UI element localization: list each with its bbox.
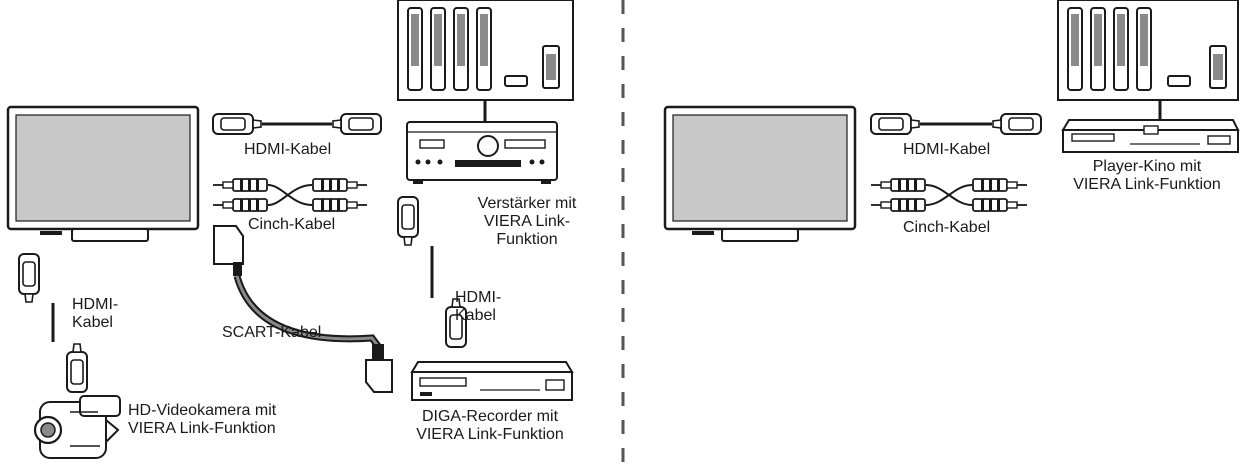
- speaker-system: [397, 0, 574, 101]
- label-hdmi-cable-right: HDMI-Kabel: [903, 141, 991, 158]
- label-amplifier-line1: Verstärker mit: [477, 195, 577, 212]
- label-diga-recorder: DIGA-Recorder mit VIERA Link-Funktion: [392, 408, 588, 444]
- label-player-cinema-line1: Player-Kino mit: [1092, 158, 1202, 175]
- cinch-cable-right: [870, 178, 1028, 212]
- hdmi-cable-amplifier-diga: [397, 196, 467, 348]
- scart-cable: [213, 225, 393, 393]
- hdmi-cable-horizontal: [212, 113, 382, 135]
- label-diga-recorder-line1: DIGA-Recorder mit: [421, 408, 559, 425]
- label-player-cinema-line2: VIERA Link-Funktion: [1073, 176, 1221, 193]
- player-cinema-device: [1061, 119, 1240, 153]
- speaker-system-right: [1057, 0, 1239, 101]
- label-hdmi-cable-diga-line2: Kabel: [455, 307, 496, 324]
- label-cinch-cable-right: Cinch-Kabel: [903, 219, 991, 236]
- cinch-cable-left: [212, 178, 368, 212]
- label-camcorder: HD-Videokamera mit VIERA Link-Funktion: [128, 402, 276, 438]
- hdmi-cable-right: [870, 113, 1042, 135]
- label-player-cinema: Player-Kino mit VIERA Link-Funktion: [1058, 158, 1236, 194]
- label-camcorder-line1: HD-Videokamera mit: [128, 402, 277, 419]
- label-hdmi-cable-camcorder-line2: Kabel: [72, 314, 113, 331]
- label-cinch-cable-left: Cinch-Kabel: [248, 216, 336, 233]
- diga-recorder: [410, 361, 574, 401]
- label-camcorder-line2: VIERA Link-Funktion: [128, 420, 276, 437]
- label-hdmi-cable-diga-line1: HDMI-: [455, 289, 502, 306]
- label-hdmi-cable-camcorder: HDMI- Kabel: [72, 296, 118, 332]
- label-scart-cable: SCART-Kabel: [222, 324, 322, 341]
- label-hdmi-cable-camcorder-line1: HDMI-: [72, 296, 119, 313]
- hdmi-cable-camcorder: [18, 253, 88, 393]
- label-hdmi-cable-diga: HDMI- Kabel: [455, 289, 501, 325]
- label-hdmi-cable-top: HDMI-Kabel: [244, 141, 332, 158]
- label-diga-recorder-line2: VIERA Link-Funktion: [416, 426, 564, 443]
- label-amplifier: Verstärker mit VIERA Link- Funktion: [462, 195, 592, 249]
- label-amplifier-line2: VIERA Link-: [483, 213, 571, 230]
- tv-left: [6, 105, 200, 242]
- hd-camcorder: [33, 395, 121, 459]
- label-amplifier-line3: Funktion: [496, 231, 558, 248]
- tv-right: [663, 105, 857, 242]
- amplifier-device: [406, 121, 558, 184]
